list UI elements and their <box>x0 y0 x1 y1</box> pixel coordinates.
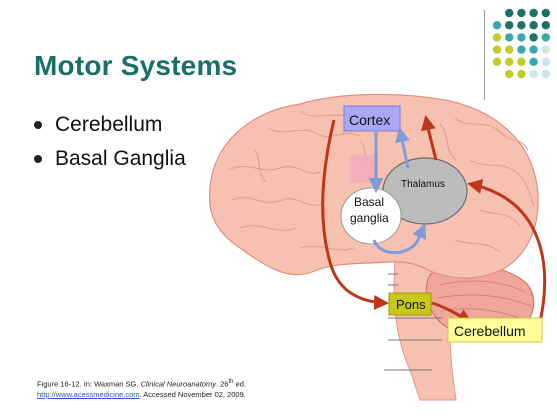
bullet-text: Basal Ganglia <box>55 147 186 170</box>
decorative-dot <box>529 21 538 30</box>
decorative-dot <box>541 8 550 18</box>
decorative-dot <box>505 69 514 79</box>
cerebellum-label-box <box>447 317 543 343</box>
decorative-dot <box>541 33 550 42</box>
decorative-dot <box>517 45 526 54</box>
cortex-region-highlight <box>350 155 378 183</box>
cortex-label: Cortex <box>349 112 390 128</box>
decorative-dot <box>505 8 514 18</box>
bullet-dot-icon <box>34 155 42 163</box>
citation-edition-sup: th <box>228 379 234 385</box>
decorative-dot <box>541 21 550 30</box>
citation-prefix: Figure 16-12. In: Waxman SG. <box>37 379 141 389</box>
decorative-dot <box>505 33 514 42</box>
bullet-item-basal-ganglia: Basal Ganglia <box>34 144 186 178</box>
label-leader-lines <box>384 273 442 371</box>
decorative-dot <box>529 45 538 54</box>
decorative-dot <box>505 21 514 30</box>
decorative-dot <box>517 57 526 66</box>
citation-link[interactable]: http://www.acessmedicine.com <box>37 389 140 399</box>
basal-ganglia-label-line1: Basal <box>354 195 384 209</box>
pathway-thalamus-to-cortex <box>395 127 410 169</box>
decorative-dot <box>492 45 502 54</box>
citation-edition: . 26 <box>215 379 229 389</box>
pathway-thalamus-to-cortex-red <box>420 115 438 161</box>
decorative-dot <box>541 45 550 54</box>
decorative-dot <box>492 33 502 42</box>
citation-book-title: Clinical Neuroanatomy <box>140 379 216 389</box>
citation-line-2: http://www.acessmedicine.com. Accessed N… <box>37 390 246 400</box>
decorative-dot <box>492 57 502 66</box>
brain-gyri-lines <box>227 111 535 253</box>
citation-suffix: ed. <box>233 379 247 389</box>
cerebellum-label: Cerebellum <box>454 323 526 339</box>
pons-label-box <box>388 292 432 316</box>
pathway-cerebellum-to-thalamus <box>467 179 547 323</box>
bullet-item-cerebellum: Cerebellum <box>34 110 186 144</box>
decorative-dot <box>505 57 514 66</box>
pathway-cortex-to-pons <box>321 119 389 311</box>
decorative-dot <box>492 21 502 30</box>
decorative-dot <box>505 45 514 54</box>
figure-citation: Figure 16-12. In: Waxman SG. Clinical Ne… <box>37 377 246 400</box>
bullet-list: Cerebellum Basal Ganglia <box>34 110 186 178</box>
decorative-dot <box>529 8 538 18</box>
pathway-basal-ganglia-loop <box>372 223 427 255</box>
decorative-divider <box>484 10 485 100</box>
bullet-text: Cerebellum <box>55 113 163 136</box>
thalamus-label: Thalamus <box>401 179 445 190</box>
decorative-dot <box>541 69 550 79</box>
citation-line-1: Figure 16-12. In: Waxman SG. Clinical Ne… <box>37 377 246 390</box>
decorative-dot <box>541 57 550 66</box>
cortex-label-box <box>343 105 401 132</box>
slide-title: Motor Systems <box>34 50 238 81</box>
decorative-dot <box>517 69 526 79</box>
decorative-dot <box>517 8 526 18</box>
decorative-dot <box>517 33 526 42</box>
decorative-dot <box>517 21 526 30</box>
decorative-dot <box>529 57 538 66</box>
decorative-dot <box>529 69 538 79</box>
bullet-dot-icon <box>34 121 42 129</box>
decorative-dot <box>529 33 538 42</box>
pons-label: Pons <box>396 297 426 312</box>
decorative-dot-grid <box>492 8 550 79</box>
basal-ganglia-label-line2: ganglia <box>350 211 389 225</box>
citation-accessed: . Accessed November 02, 2009. <box>139 389 246 399</box>
